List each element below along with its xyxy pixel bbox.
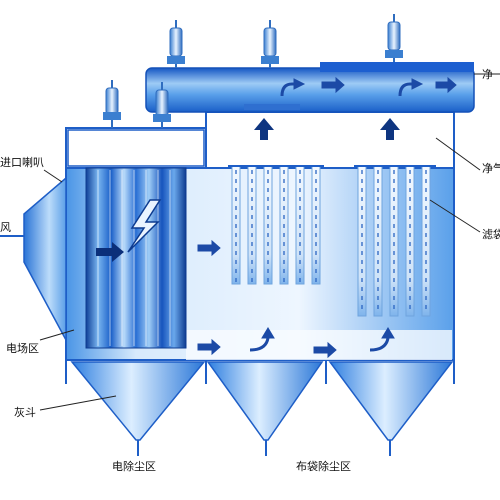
ash-hopper-1 [70, 361, 206, 456]
inlet-partial-label: 风 [0, 221, 11, 234]
bag-filter-zone-label: 布袋除尘区 [296, 459, 351, 473]
pulse-valve-icon [385, 14, 403, 62]
inlet-horn [0, 176, 67, 341]
pulse-valve-icon [103, 80, 121, 128]
filter-bags-group-1 [228, 165, 324, 285]
leader-lines [39, 73, 500, 411]
electric-field [85, 167, 187, 349]
filter-bag-label: 滤袋 [482, 227, 500, 241]
pulse-valve-icon [153, 82, 171, 128]
outlet-manifold [145, 62, 475, 113]
inlet-horn-label: 进口喇叭 [0, 155, 44, 169]
inlet-flow-arrow-icon [96, 242, 124, 262]
labels: 进口喇叭 风 净 净气 滤袋 电场区 灰斗 电除尘区 布袋除尘区 [0, 67, 500, 473]
flow-arrow-icon [197, 76, 457, 359]
ash-hopper-2 [206, 361, 324, 456]
pulse-valve-icon [167, 20, 185, 68]
filter-bags-group-2 [354, 165, 436, 317]
pulse-valve-icon [261, 20, 279, 68]
ash-hopper-label: 灰斗 [14, 405, 36, 419]
clean-chamber-label: 净气 [482, 161, 500, 175]
ash-hopper-3 [328, 361, 454, 456]
outlet-partial-label: 净 [482, 67, 493, 81]
electric-field-zone-label: 电场区 [6, 341, 39, 355]
lightning-bolt-icon [127, 199, 162, 253]
electrostatic-zone-label: 电除尘区 [112, 459, 156, 473]
